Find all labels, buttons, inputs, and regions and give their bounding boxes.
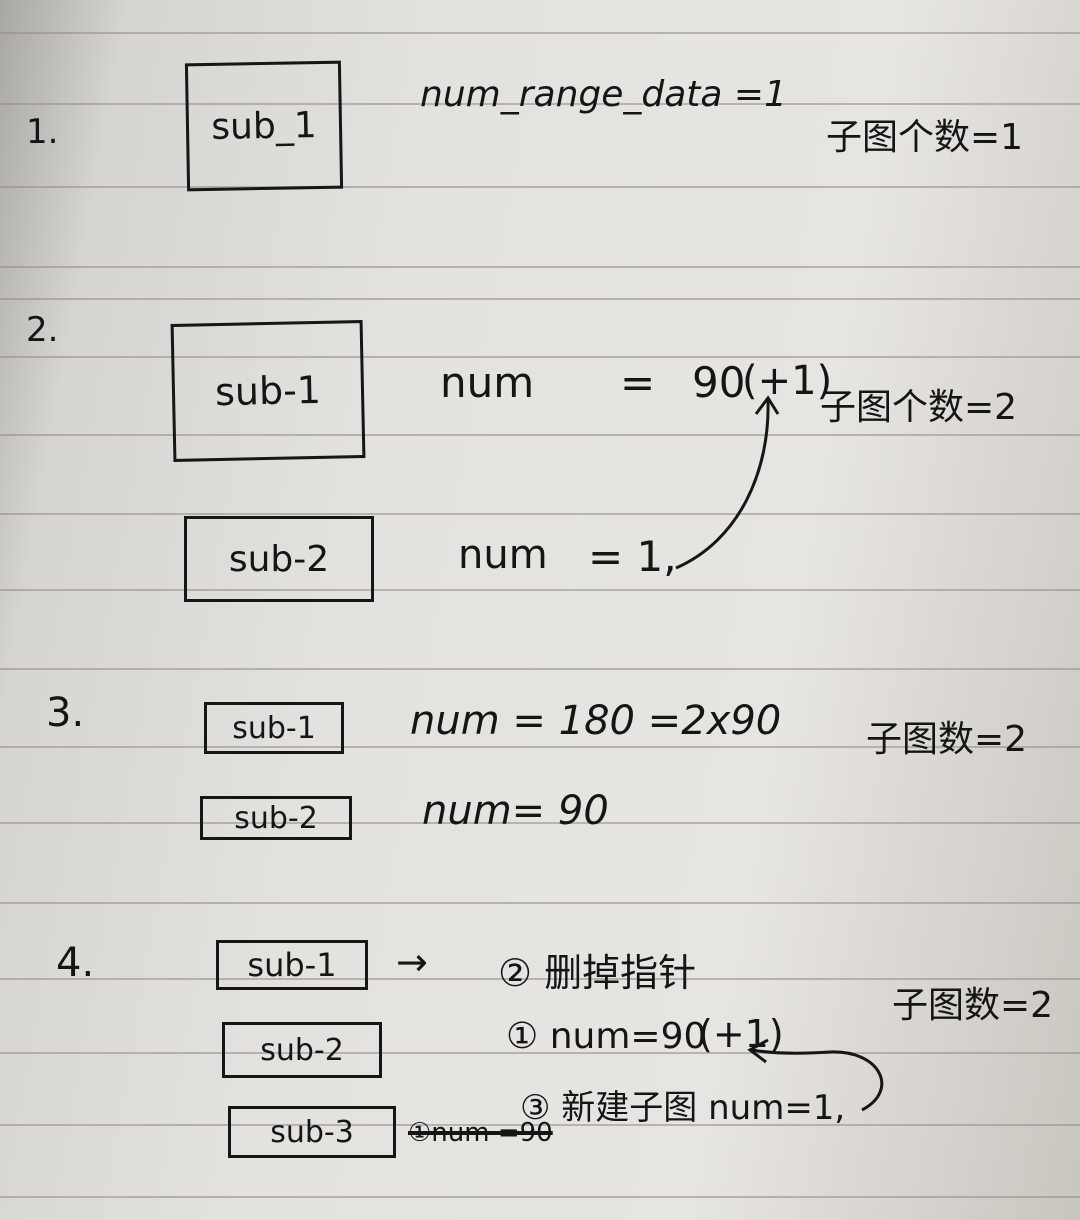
plus-one-note: (+1) [698, 1012, 784, 1056]
subplot-box-sub-1: sub-1 [216, 940, 368, 990]
ruled-line [0, 668, 1080, 670]
num-label: num [458, 532, 548, 578]
num-expression: num = 180 =2x90 [410, 698, 782, 744]
subplot-box-sub-3: sub-3 [228, 1106, 396, 1158]
subplot-box-label: sub-2 [260, 1032, 344, 1068]
num-label: num [440, 358, 535, 407]
section-number: 4. [56, 940, 95, 986]
ruled-line [0, 1124, 1080, 1126]
num-value: 90 [692, 358, 746, 407]
new-subplot-step: ③ 新建子图 num=1, [520, 1088, 846, 1128]
subplot-box-label: sub-2 [234, 800, 318, 836]
num-expression: num= 90 [422, 788, 609, 834]
subplot-box-sub-1: sub-1 [170, 320, 366, 462]
ruled-line [0, 103, 1080, 105]
subplot-box-sub-1: sub_1 [184, 60, 344, 192]
subplot-box-label: sub-1 [214, 367, 322, 415]
section-number: 1. [26, 112, 59, 152]
ruled-line [0, 298, 1080, 300]
ruled-line [0, 1196, 1080, 1198]
ruled-line [0, 589, 1080, 591]
subplot-count-note: 子图数=2 [892, 985, 1054, 1026]
subplot-count-note: 子图个数=2 [820, 387, 1018, 428]
subplot-box-sub-2: sub-2 [184, 516, 374, 602]
ruled-line [0, 186, 1080, 188]
ruled-line [0, 434, 1080, 436]
ruled-line [0, 902, 1080, 904]
ruled-line [0, 356, 1080, 358]
ruled-line [0, 513, 1080, 515]
num-range-data-note: num_range_data =1 [420, 74, 787, 115]
subplot-box-label: sub_1 [210, 104, 318, 148]
ruled-line [0, 266, 1080, 268]
ruled-line [0, 32, 1080, 34]
ruled-line [0, 1052, 1080, 1054]
section-number: 2. [26, 310, 59, 350]
arrow-icon: → [396, 940, 428, 984]
delete-pointer-step: ② 删掉指针 [498, 951, 697, 995]
num-value: = 1, [588, 532, 677, 581]
struck-out-note: ①num =90 [408, 1118, 553, 1148]
subplot-box-label: sub-2 [228, 538, 330, 580]
num-step: ① num=90 [506, 1016, 707, 1057]
equals-sign: = [620, 358, 656, 407]
subplot-box-label: sub-1 [232, 710, 316, 746]
subplot-count-note: 子图数=2 [866, 719, 1028, 760]
section-number: 3. [46, 690, 85, 736]
subplot-count-note: 子图个数=1 [826, 117, 1024, 158]
plus-one-note: (+1) [742, 358, 833, 404]
subplot-box-sub-2: sub-2 [200, 796, 352, 840]
ruled-line [0, 978, 1080, 980]
subplot-box-label: sub-3 [270, 1114, 354, 1150]
subplot-box-label: sub-1 [247, 946, 337, 984]
subplot-box-sub-2: sub-2 [222, 1022, 382, 1078]
ruled-line [0, 822, 1080, 824]
ruled-line [0, 746, 1080, 748]
subplot-box-sub-1: sub-1 [204, 702, 344, 754]
